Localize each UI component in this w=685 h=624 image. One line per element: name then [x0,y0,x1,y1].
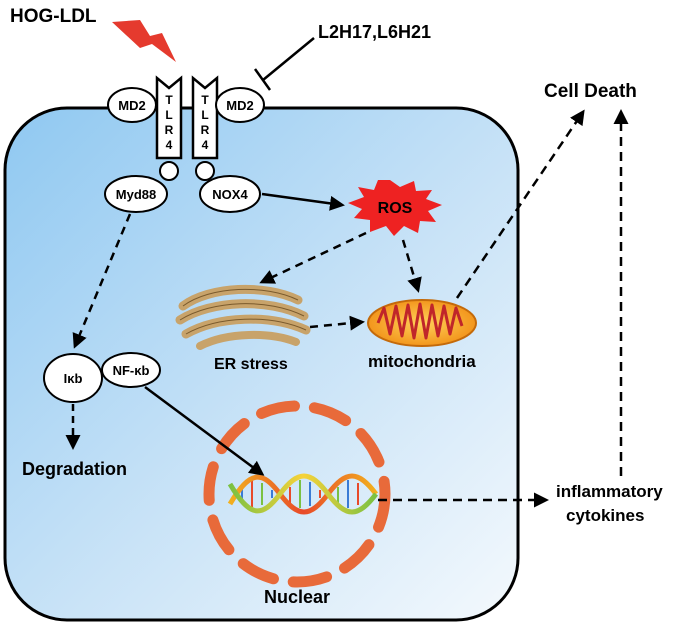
tlr4-receptor-left [155,75,183,181]
inhibition-bar [253,68,272,91]
er-outline [179,288,307,335]
inhibitor-label: L2H17,L6H21 [318,22,431,42]
tlr4-left-r: R [165,123,174,137]
tlr4-left-t: T [165,93,173,107]
nox4-label: NOX4 [212,187,248,202]
tlr4-left-l: L [165,108,172,122]
md2-left-node [107,87,157,123]
ros-label: ROS [378,200,413,217]
ros-burst-icon [348,180,442,236]
tlr4-receptor-right [191,75,219,181]
arrow-nfkb-to-dna [144,385,265,476]
mitochondria-label: mitochondria [368,352,476,371]
nfkb-label: NF-κb [113,363,150,378]
nuclear-label: Nuclear [264,587,330,607]
md2-right-node [215,87,265,123]
er-stress-label: ER stress [214,356,288,373]
inhibition-line [262,37,315,81]
degradation-label: Degradation [22,459,127,479]
hog-ldl-label: HOG-LDL [10,6,97,27]
md2-left-label: MD2 [118,98,145,113]
arrow-nox4-to-ros [261,192,345,211]
md2-right-label: MD2 [226,98,253,113]
cytokines-label-line1: inflammatory [556,482,663,501]
nfkb-node [101,352,161,388]
arrow-ros-to-er [259,231,367,284]
ikb-node [43,353,103,403]
arrow-ros-to-mito [401,239,422,293]
tlr4-right-t: T [201,93,209,107]
ikb-label: Iκb [64,371,83,386]
arrow-myd88-to-ikb [72,213,132,349]
myd88-label: Myd88 [116,187,156,202]
arrow-mito-to-cell-death [455,109,585,299]
nucleus-membrane [203,400,391,588]
tlr4-left-4: 4 [166,138,173,152]
dna-helix-icon [227,473,378,515]
arrow-er-to-mito [309,315,365,331]
nox4-node [199,175,261,213]
mitochondria-icon [367,299,477,347]
lightning-icon [112,20,176,62]
myd88-node [104,175,168,213]
cell-death-label: Cell Death [544,81,637,102]
tlr4-right-4: 4 [202,138,209,152]
cytokines-label-line2: cytokines [566,506,644,525]
tlr4-right-l: L [201,108,208,122]
tlr4-right-r: R [201,123,210,137]
